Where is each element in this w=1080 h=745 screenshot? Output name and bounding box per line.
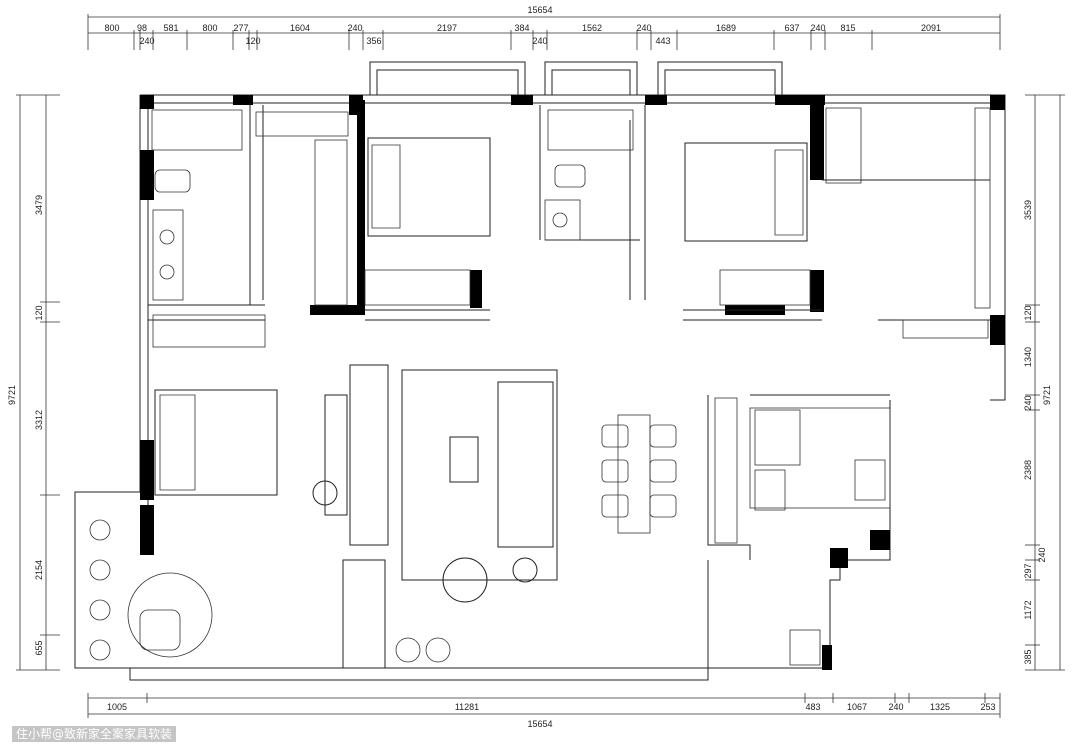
beds <box>154 137 808 496</box>
dim-label: 277 <box>233 23 248 33</box>
kitchen <box>749 407 891 666</box>
dim-label: 240 <box>888 702 903 712</box>
dim-label: 240 <box>636 23 651 33</box>
dim-label: 483 <box>805 702 820 712</box>
dim-total-right: 9721 <box>1042 385 1052 405</box>
left-dimension-lines <box>16 94 60 671</box>
bottom-dimension-lines <box>87 693 1001 718</box>
dim-total-top: 15654 <box>527 5 552 15</box>
dim-label: 2197 <box>437 23 457 33</box>
dim-total-left: 9721 <box>7 385 17 405</box>
dim-label: 3539 <box>1023 200 1033 220</box>
top-dimension-lines <box>87 14 1001 50</box>
dim-label: 581 <box>163 23 178 33</box>
balcony <box>89 519 451 663</box>
sink <box>754 469 786 511</box>
dim-label: 240 <box>1037 547 1047 562</box>
top-dimension-labels: 15654 800 98 581 800 277 1604 240 2197 3… <box>104 5 941 46</box>
dim-label: 98 <box>137 23 147 33</box>
fridge <box>754 409 801 466</box>
dim-label: 800 <box>202 23 217 33</box>
dining-set <box>601 414 677 534</box>
dim-label: 2154 <box>34 560 44 580</box>
dim-label: 253 <box>980 702 995 712</box>
dim-label: 2091 <box>921 23 941 33</box>
washer <box>789 629 821 666</box>
dim-label: 1172 <box>1023 600 1033 619</box>
dim-label: 120 <box>245 36 260 46</box>
rug <box>401 369 558 581</box>
ottoman <box>449 436 479 483</box>
lounge-chair <box>139 609 181 651</box>
dim-label: 240 <box>1023 395 1033 410</box>
dim-label: 240 <box>347 23 362 33</box>
dim-label: 2388 <box>1023 460 1033 480</box>
dim-label: 1562 <box>582 23 602 33</box>
interior-walls <box>148 103 990 668</box>
dim-label: 240 <box>532 36 547 46</box>
dim-label: 385 <box>1023 649 1033 664</box>
dim-label: 356 <box>366 36 381 46</box>
round-rug <box>127 572 213 658</box>
tv-cabinet <box>349 364 389 546</box>
dim-label: 11281 <box>455 702 479 712</box>
stove <box>854 459 886 501</box>
dim-label: 240 <box>139 36 154 46</box>
dim-label: 120 <box>1023 305 1033 320</box>
dim-label: 297 <box>1023 563 1033 578</box>
bathroom-fixtures <box>151 109 634 301</box>
dim-total-bottom: 15654 <box>527 719 552 729</box>
sofa <box>497 381 554 548</box>
bed-second <box>684 142 808 242</box>
dim-label: 1340 <box>1023 347 1033 367</box>
dim-label: 655 <box>34 640 44 655</box>
cabinet <box>342 559 386 669</box>
watermark: 住小帮@致新家全案家具软装 <box>12 726 177 742</box>
wardrobes <box>152 107 991 544</box>
right-dimension-labels: 9721 3539 120 1340 240 2388 240 297 1172… <box>1023 200 1052 665</box>
dim-label: 1689 <box>716 23 736 33</box>
walls <box>74 94 1006 681</box>
bed-third <box>154 389 278 496</box>
dim-label: 3312 <box>34 410 44 430</box>
bed-master <box>367 137 491 237</box>
round-table <box>442 557 488 603</box>
dim-label: 800 <box>104 23 119 33</box>
dim-label: 1604 <box>290 23 310 33</box>
dim-label: 1005 <box>107 702 127 712</box>
living-room-furniture <box>312 364 558 669</box>
dining-table <box>617 414 651 534</box>
dim-label: 120 <box>34 305 44 320</box>
right-dimension-lines <box>1025 94 1065 671</box>
dim-label: 1067 <box>847 702 867 712</box>
dim-label: 1325 <box>930 702 950 712</box>
dim-label: 443 <box>655 36 670 46</box>
left-dimension-labels: 9721 3479 120 3312 2154 655 <box>7 195 44 656</box>
bay-windows <box>369 61 783 95</box>
dim-label: 3479 <box>34 195 44 215</box>
dim-label: 384 <box>514 23 529 33</box>
bottom-dimension-labels: 1005 11281 483 1067 240 1325 253 15654 <box>107 702 996 729</box>
dim-label: 815 <box>840 23 855 33</box>
dim-label: 240 <box>810 23 825 33</box>
dim-label: 637 <box>784 23 799 33</box>
